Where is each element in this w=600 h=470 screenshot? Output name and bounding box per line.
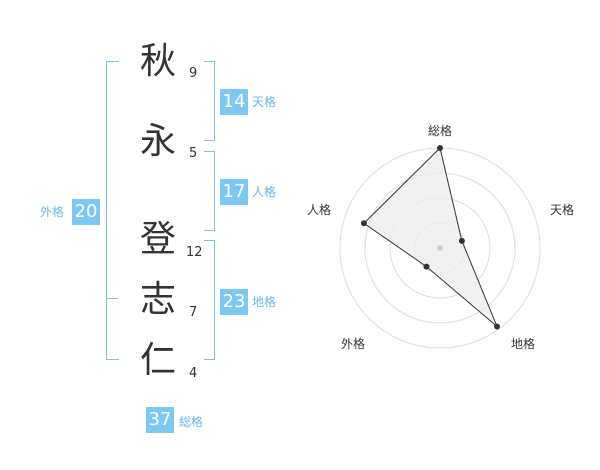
gaikaku-value: 20 [72,199,100,225]
radar-label-soukaku: 総格 [428,124,453,138]
stroke-count-5: 4 [189,366,198,381]
stroke-count-4: 7 [189,305,198,320]
radar-point-1 [437,145,443,151]
name-char-1: 秋 [139,41,176,82]
tenkaku-label: 天格 [252,95,277,109]
radar-point-4 [423,263,430,270]
radar-point-3 [494,323,501,330]
radar-center [437,245,443,251]
radar-point-5 [360,220,367,227]
name-char-3: 登 [139,219,176,260]
name-char-4: 志 [139,279,176,320]
gaikaku-bracket [106,61,119,360]
tenkaku-value: 14 [220,89,248,115]
soukaku-label: 総格 [179,415,204,429]
chikaku-bracket [204,240,215,360]
stroke-count-1: 9 [189,66,198,81]
gaikaku-label: 外格 [40,205,65,219]
radar-label-jinkaku: 人格 [307,203,332,217]
radar-polygon [363,147,498,327]
jinkaku-value: 17 [220,179,248,205]
radar-point-2 [458,237,465,244]
gaikaku-bracket-mid [106,298,118,299]
tenkaku-bracket [204,61,215,141]
radar-label-chikaku: 地格 [511,337,536,351]
chikaku-value: 23 [220,289,248,315]
name-char-5: 仁 [139,340,176,381]
stroke-count-3: 12 [186,245,203,260]
radar-label-tenkaku: 天格 [550,203,575,217]
stroke-count-2: 5 [189,146,198,161]
soukaku-value: 37 [146,407,174,433]
jinkaku-bracket [204,151,215,231]
radar-label-gaikaku: 外格 [341,337,366,351]
name-char-2: 永 [139,121,176,162]
jinkaku-label: 人格 [252,185,277,199]
chikaku-label: 地格 [252,295,277,309]
